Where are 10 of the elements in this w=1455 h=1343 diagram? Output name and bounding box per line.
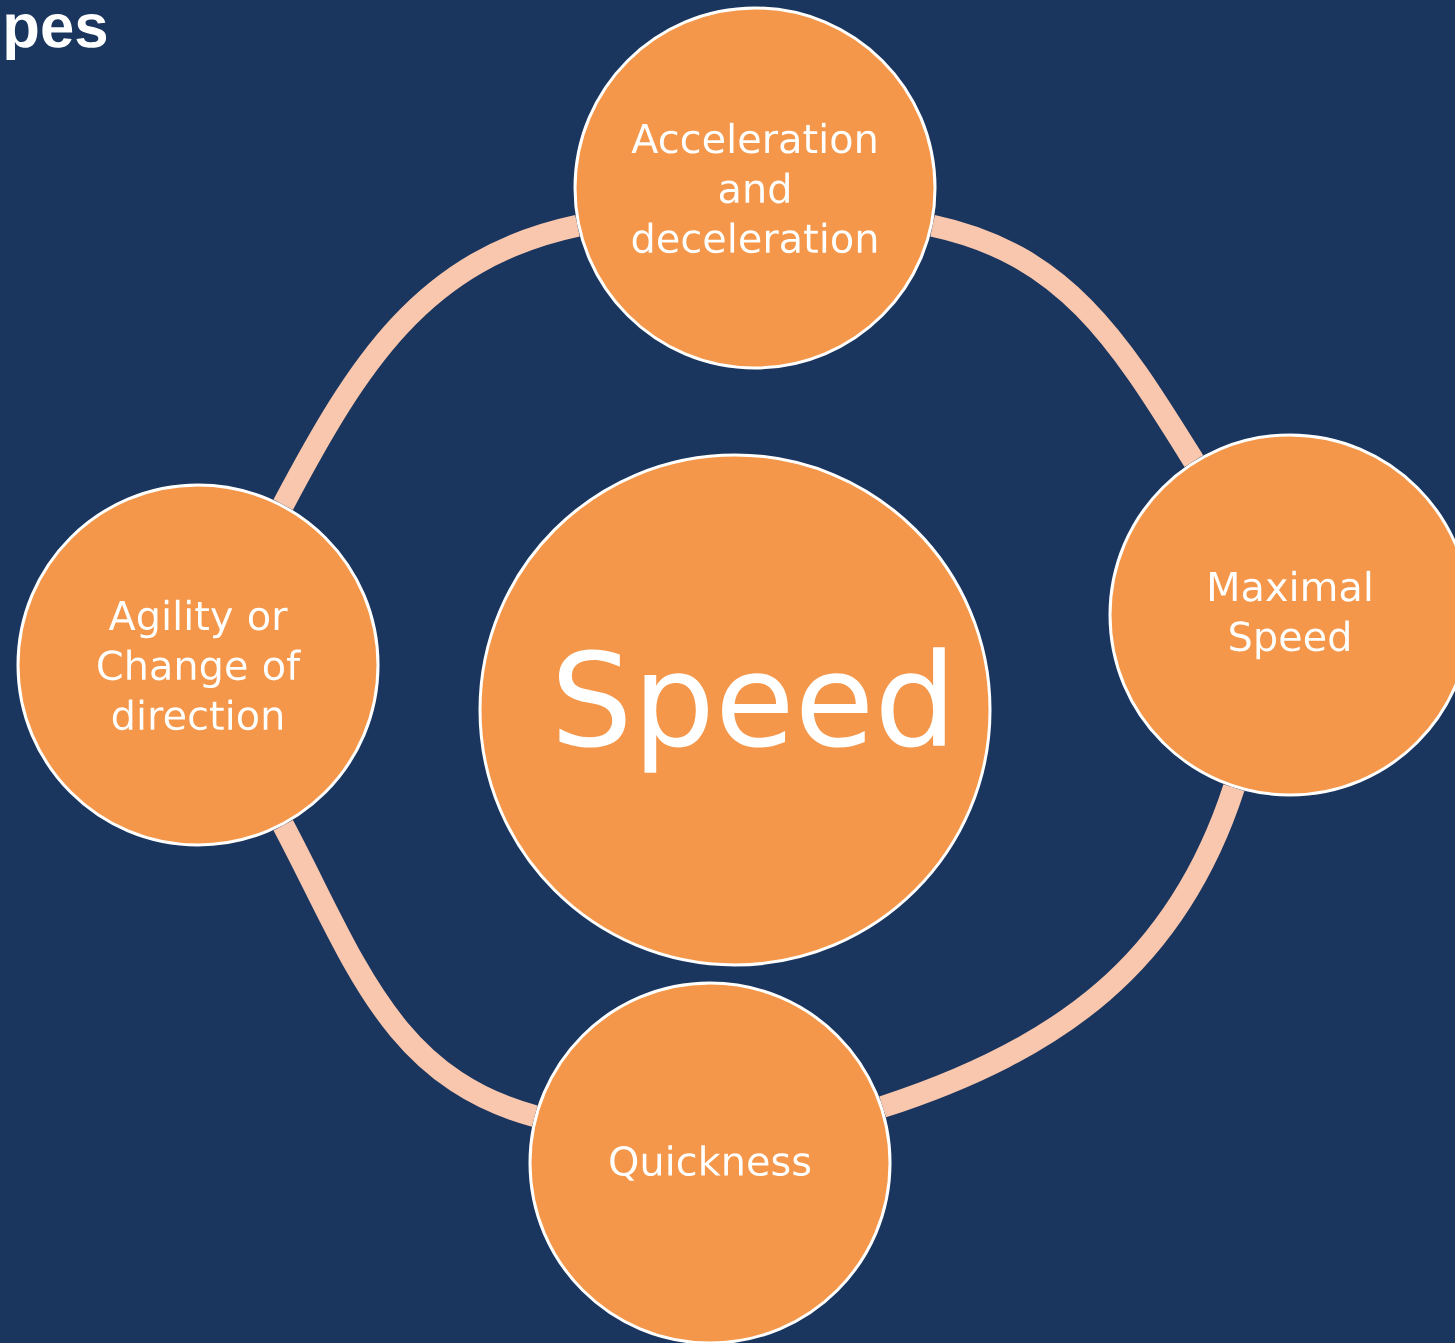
- circle-node: Maximal Speed: [1108, 433, 1455, 797]
- circle-node: Speed: [478, 453, 992, 967]
- circle-node: Quickness: [528, 981, 892, 1343]
- ring-connector: [929, 215, 1204, 467]
- circle-node: Acceleration and deceleration: [573, 6, 937, 370]
- ring-connector: [273, 820, 539, 1127]
- ring-connector: [273, 215, 581, 510]
- ring-connector: [879, 783, 1245, 1118]
- title: pes: [6, 13, 107, 61]
- circle-node: Agility or Change of direction: [16, 483, 380, 847]
